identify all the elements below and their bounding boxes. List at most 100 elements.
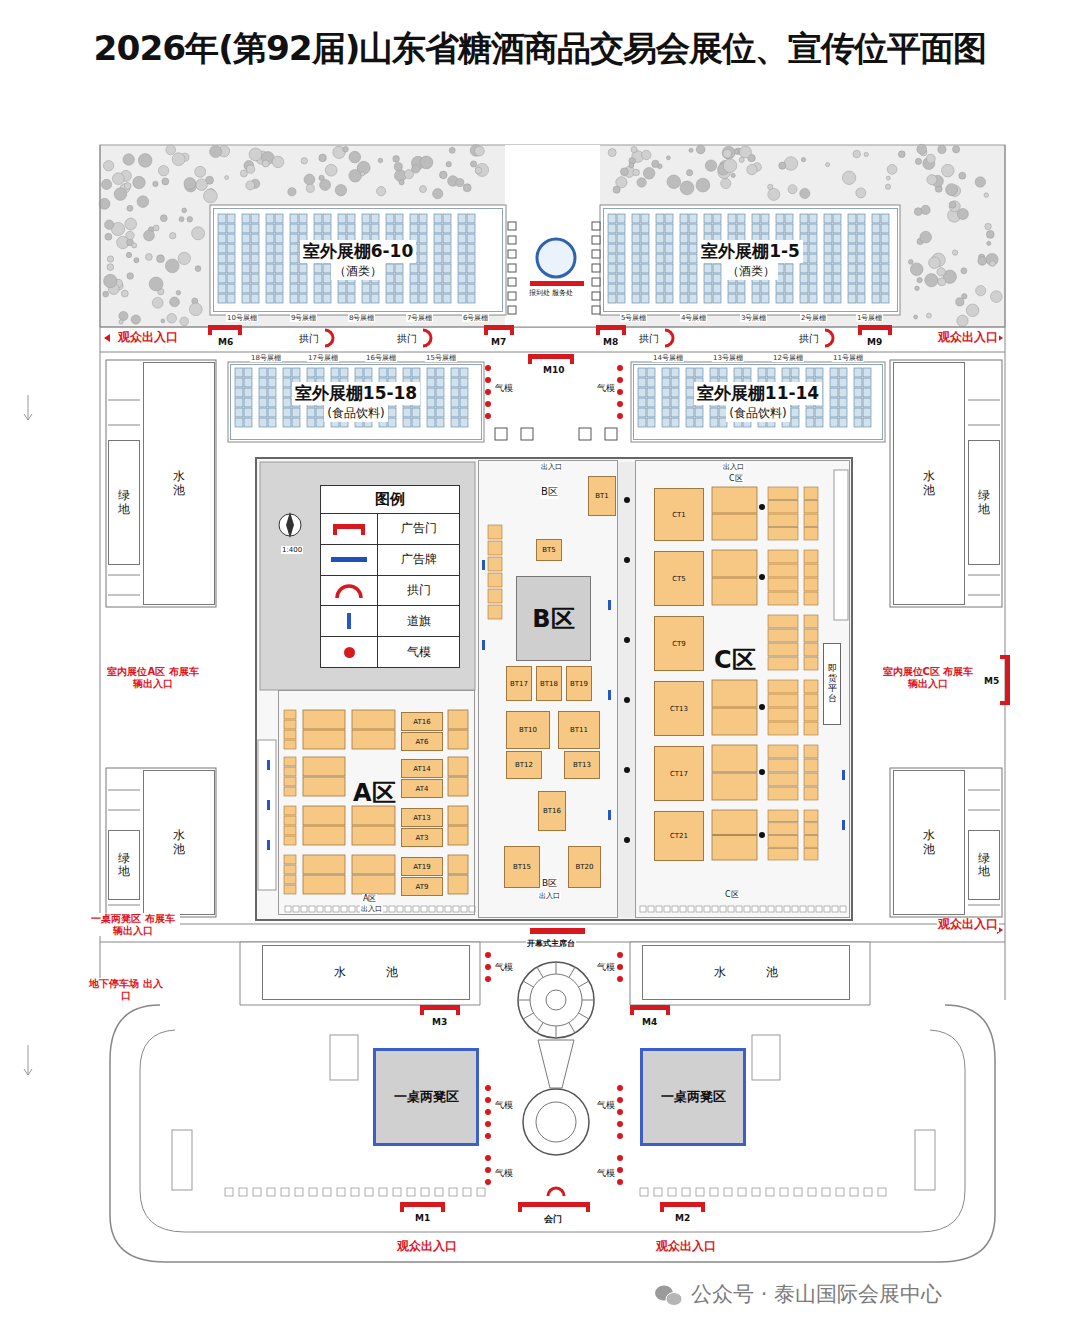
arch [665, 330, 673, 346]
tent-booth [460, 378, 468, 387]
tent-booth [641, 224, 649, 233]
tent-booth [266, 244, 274, 253]
node-label: BT18 [540, 680, 558, 688]
tree [288, 188, 296, 196]
small-booth [349, 906, 355, 912]
tree [463, 184, 471, 192]
tent-booth [815, 418, 823, 427]
node-label: 即货平台 [828, 664, 837, 704]
tree [114, 188, 127, 201]
tree [642, 150, 651, 159]
tent-booth [704, 294, 712, 303]
tent-booth [283, 368, 291, 377]
tent-booth [218, 214, 226, 223]
tent-booth [458, 224, 466, 233]
tent-booth [800, 224, 808, 233]
tent-booth [686, 388, 694, 397]
tent-booth [638, 388, 646, 397]
node-label: （酒类） [331, 263, 385, 280]
tent-booth [259, 378, 267, 387]
tent-booth [395, 224, 403, 233]
tree [187, 217, 193, 223]
tent-booth [362, 294, 370, 303]
tent-booth [347, 294, 355, 303]
tree [160, 215, 167, 222]
tent-booth [436, 388, 444, 397]
tent-booth [251, 264, 259, 273]
booth: CT17 [654, 746, 704, 801]
small-booth [239, 1188, 247, 1196]
tent-area: 室外展棚11-14(食品饮料) [633, 364, 883, 440]
tent-booth [632, 244, 640, 253]
tree [853, 150, 861, 158]
tree [914, 208, 922, 216]
tent-booth [395, 214, 403, 223]
tent-booth [767, 368, 775, 377]
tree [915, 158, 921, 164]
road-flag [267, 800, 270, 810]
booth [284, 740, 296, 749]
map-label: 13号展棚 [712, 354, 744, 362]
tent-booth [665, 244, 673, 253]
booth [712, 578, 757, 605]
gate-post [508, 236, 516, 244]
tent-booth [460, 418, 468, 427]
booth: BT12 [506, 751, 542, 779]
tent-booth [467, 294, 475, 303]
tree [476, 163, 489, 176]
tent-booth [617, 234, 625, 243]
tent-booth [218, 264, 226, 273]
booth [284, 816, 296, 825]
tent-booth [268, 388, 276, 397]
node-label: 一桌两凳区 [394, 1088, 459, 1106]
flag-sample [347, 613, 351, 629]
column-dot [759, 704, 765, 710]
booth: BT15 [504, 846, 540, 888]
tent-booth [419, 214, 427, 223]
tent-booth [839, 398, 847, 407]
ad-gate [208, 325, 242, 335]
road-flag [267, 760, 270, 770]
compass-needle [286, 512, 294, 538]
tent-booth [863, 378, 871, 387]
balloon-dot [617, 1167, 623, 1173]
small-booth [654, 1188, 662, 1196]
boundary-line [1005, 145, 1006, 1000]
tree [953, 146, 960, 153]
small-booth [752, 906, 758, 912]
booth [768, 501, 798, 514]
tree [966, 304, 979, 317]
map-label: 1号展棚 [856, 314, 883, 322]
tree [158, 166, 168, 176]
small-booth [449, 1188, 457, 1196]
tree [864, 152, 868, 156]
hall-zone: A区AT16AT6AT14AT4AT13AT3AT19AT9 [278, 690, 475, 915]
tent-booth [244, 388, 252, 397]
tent-booth [656, 254, 664, 263]
tent-booth [800, 274, 808, 283]
node-label: AT14 [413, 765, 430, 773]
tent-booth [266, 254, 274, 263]
ad-gate [1000, 655, 1010, 705]
tree [920, 231, 932, 243]
tent-booth [743, 368, 751, 377]
tent-booth [242, 224, 250, 233]
gate-post [508, 306, 516, 314]
booth [768, 773, 798, 786]
flow-arrow [24, 1045, 32, 1075]
tent-booth [275, 294, 283, 303]
tent-booth [863, 408, 871, 417]
balloon-dot [485, 964, 491, 970]
tent-booth [364, 368, 372, 377]
tree [949, 201, 960, 212]
legend-sample [321, 576, 378, 606]
booth [804, 564, 818, 577]
tree [722, 146, 735, 159]
map-label: 1:400 [281, 546, 303, 554]
ad-gate [660, 1202, 705, 1212]
map-label: 4号展棚 [680, 314, 707, 322]
booth: AT6 [401, 732, 443, 751]
tent-booth [785, 284, 793, 293]
tree [990, 261, 996, 267]
tent-booth [244, 398, 252, 407]
